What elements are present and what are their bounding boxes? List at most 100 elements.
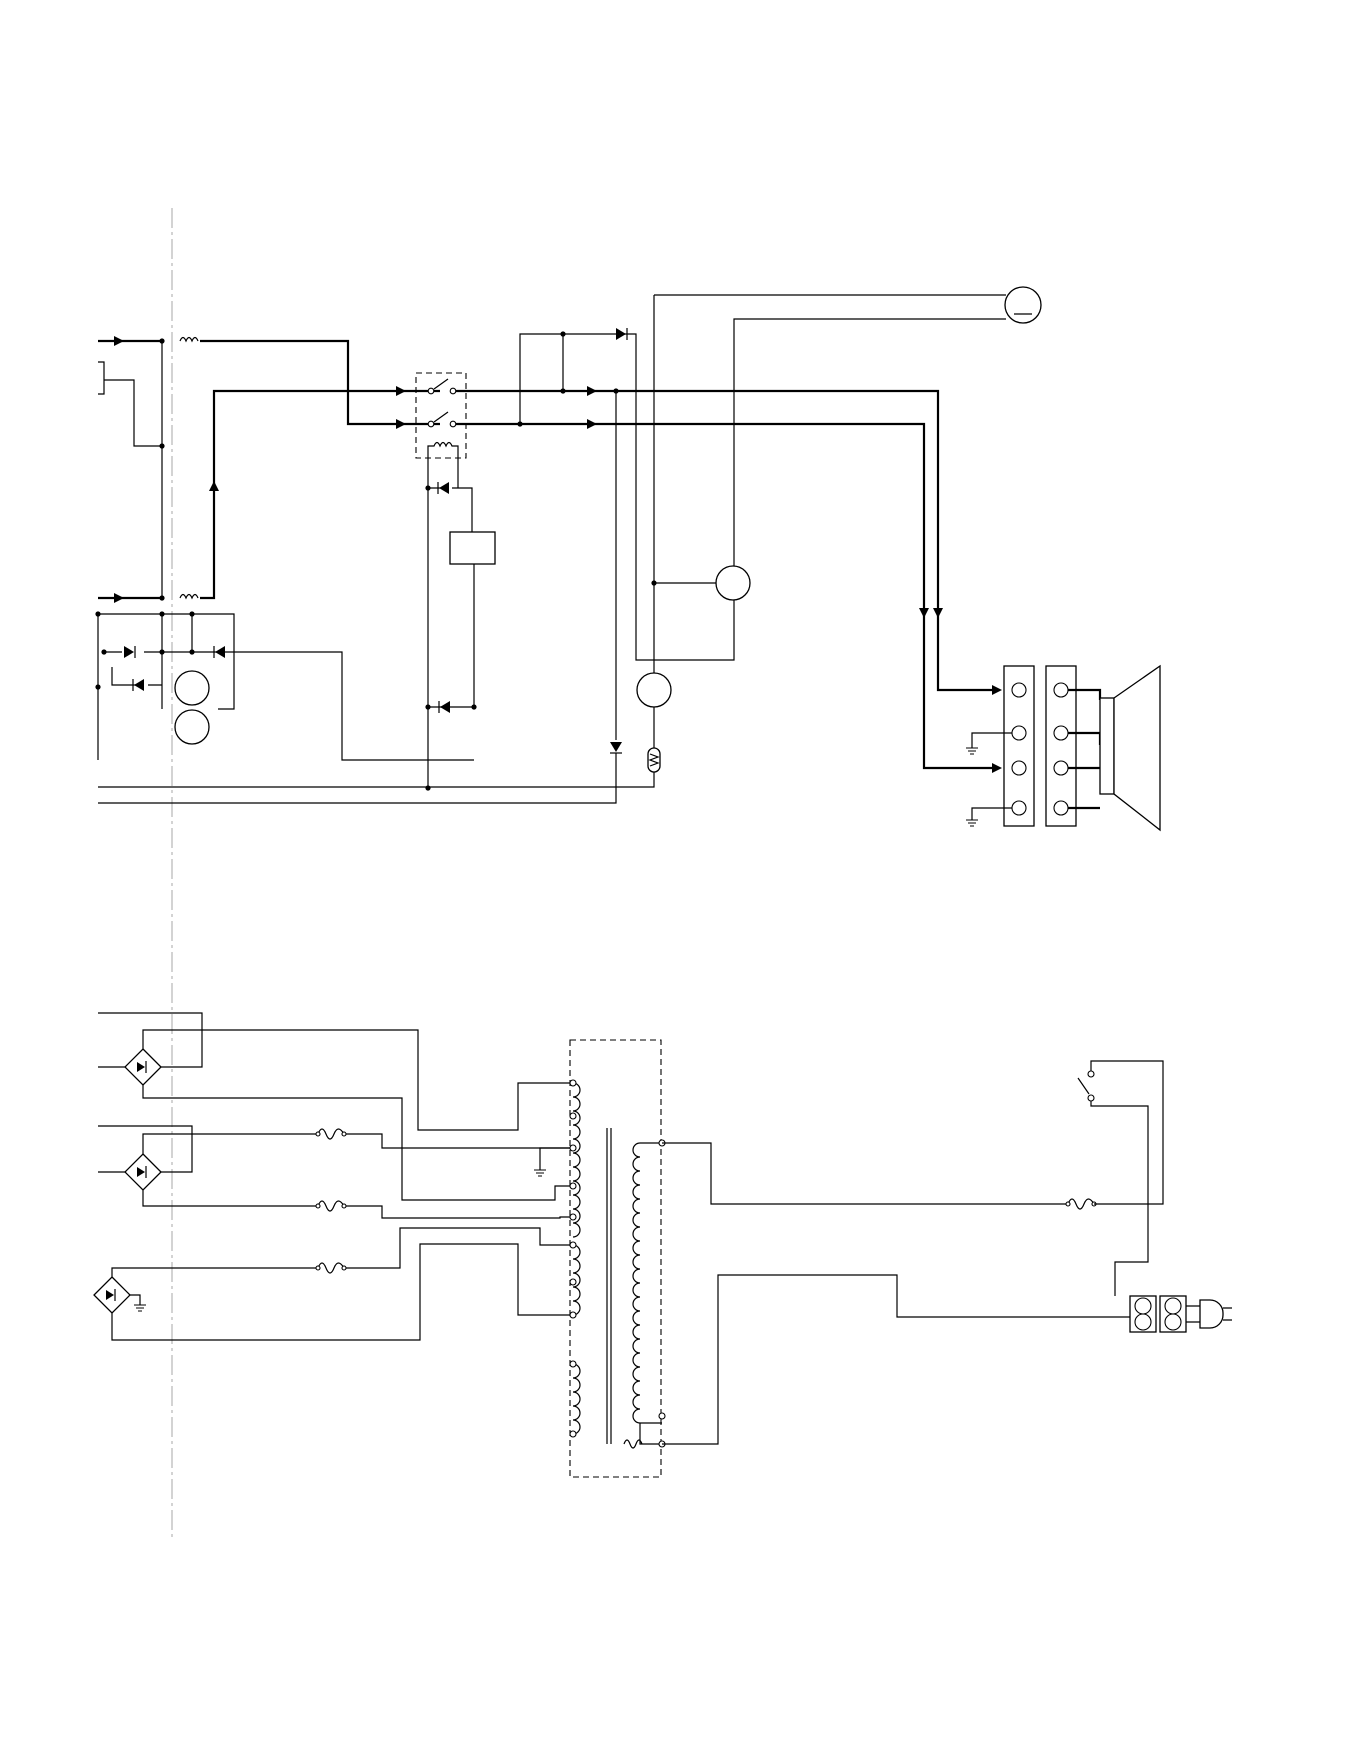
diode-icon [134,679,144,691]
mains-wire-2 [1091,1061,1163,1204]
fuse [318,1129,344,1139]
fuse-pin [316,1266,320,1270]
fuse [1068,1199,1094,1209]
arrow-right-icon [992,763,1002,773]
relay-contact-pin [450,421,456,427]
junction-dot [95,684,100,689]
transformer-tap-pin [570,1361,576,1367]
junction-dot [560,331,565,336]
inductor-coil-1 [180,338,198,342]
junction-dot [651,580,656,585]
ground-icon [966,820,978,826]
speaker-relay-section [95,287,1160,830]
arrow-right-icon [114,336,124,346]
rectifier-wire-7 [130,1295,140,1305]
ground-icon [134,1305,146,1311]
terminal-pin [1054,761,1068,775]
outlet-socket [1135,1298,1151,1314]
meter-circle [175,710,209,744]
power-switch-lever [1078,1078,1089,1094]
junction-dot [159,611,164,616]
arrow-up-icon [209,481,219,491]
meter-circle [175,671,209,705]
arrow-down-icon [933,608,943,618]
junction-dot [560,388,565,393]
fuse-pin [316,1204,320,1208]
junction-dot [101,649,106,654]
transformer-tap-pin [570,1183,576,1189]
junction-dot [159,649,164,654]
transformer-tap-pin [570,1242,576,1248]
diode-icon [215,646,225,658]
fuse-pin [342,1204,346,1208]
mains-wire-4 [1091,1099,1148,1296]
junction-dot [95,611,100,616]
ac-plug [1200,1300,1223,1328]
transformer-primary-winding [633,1143,640,1423]
transformer-tap-pin [659,1413,665,1419]
arrow-right-icon [396,386,406,396]
lamp-circle [1005,287,1041,323]
arrow-down-icon [919,608,929,618]
relay-drive-wire [428,450,474,788]
terminal-pin [1054,726,1068,740]
junction-dot [471,704,476,709]
rectifier-wire-2 [143,1085,573,1200]
fuse-pin [342,1266,346,1270]
diode-icon [616,328,626,340]
fuse [318,1201,344,1211]
arrow-right-icon [114,593,124,603]
transformer-tap-pin [570,1080,576,1086]
fuse [318,1263,344,1273]
diode-icon [124,646,134,658]
transformer-secondary-winding-3 [573,1364,580,1434]
bridge-rectifier [125,1154,161,1190]
transformer-tap-pin [570,1214,576,1220]
rectifier-wire-1 [98,1013,573,1130]
diode-icon [440,701,450,713]
power-supply-section [94,1013,1232,1477]
driver-ic-block [450,532,495,564]
arrow-right-icon [396,419,406,429]
junction-dot [425,785,430,790]
fuse-pin [316,1132,320,1136]
plug-cord [1186,1306,1200,1322]
relay-coil [428,443,458,451]
junction-dot [189,649,194,654]
transformer-tap-pin [570,1431,576,1437]
power-switch-pin [1088,1095,1094,1101]
relay-contacts [428,379,458,450]
relay-contact-pin [428,421,434,427]
outlet-socket [1165,1314,1181,1330]
transformer-tap-pin [570,1145,576,1151]
fuse-pin [342,1132,346,1136]
relay-contact-pin [450,388,456,394]
power-switch-pin [1088,1071,1094,1077]
bridge-rectifier [125,1049,161,1085]
junction-dot [159,443,164,448]
terminal-pin [1012,683,1026,697]
transformer-taps [570,1080,665,1447]
rectifier-wire-6 [112,1244,573,1340]
junction-dot [159,595,164,600]
outlet-socket [1165,1298,1181,1314]
inductor-coil-2 [180,595,198,599]
outlet-socket [1135,1314,1151,1330]
plug-prongs [1223,1308,1232,1320]
arrow-right-icon [587,386,597,396]
rectifier-wire-4 [143,1190,318,1206]
meter-circle [637,673,671,707]
arrow-right-icon [992,685,1002,695]
mains-wire-3 [662,1275,1130,1444]
terminal-pin [1012,726,1026,740]
meter-circle [716,566,750,600]
fuse-pin [1066,1202,1070,1206]
junction-dot [517,421,522,426]
junction-dot [159,338,164,343]
sense-wire [98,341,162,598]
input-line-2 [98,391,440,598]
relay-output-line-1 [456,391,995,690]
junction-dot [425,704,430,709]
power-transformer-enclosure [570,1040,661,1477]
transformer-primary-lead [624,1143,662,1448]
